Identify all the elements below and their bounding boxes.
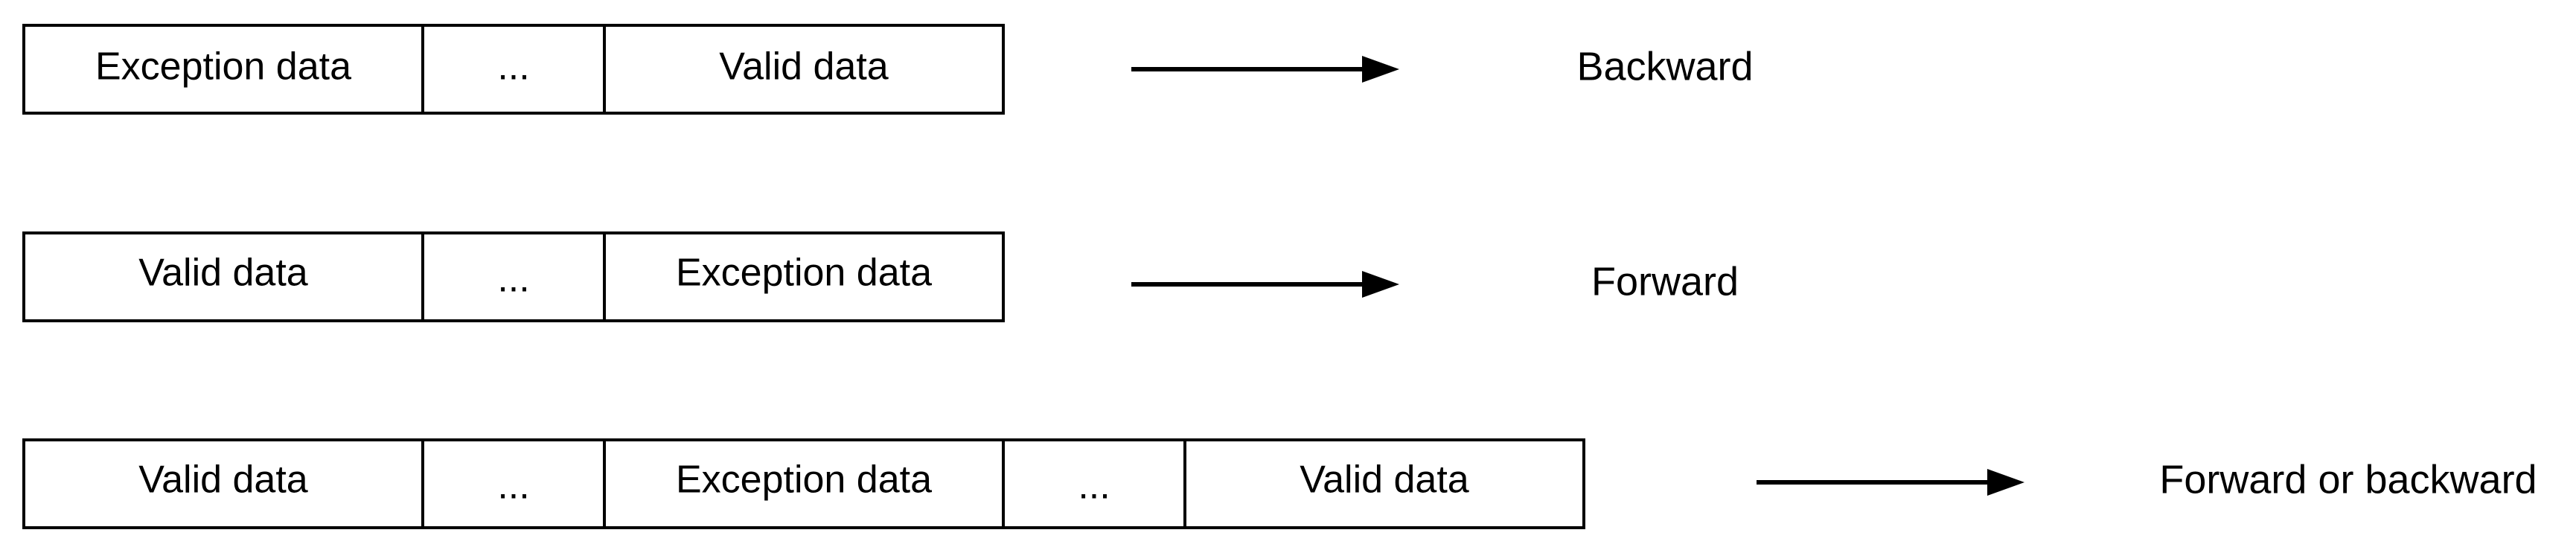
- row-1-arrow: [1131, 56, 1399, 83]
- row-2-arrow: [1131, 271, 1399, 298]
- row-1-cell-3-box: [603, 24, 1005, 115]
- row-2-cell-3-box: [603, 231, 1005, 322]
- row-3-arrow-head: [1987, 469, 2024, 496]
- row-1-cell-1-box: [22, 24, 424, 115]
- row-3-cell-4-label: ...: [1078, 464, 1110, 508]
- row-1-cell-2: ...: [421, 24, 606, 115]
- row-1-cell-1-label: Exception data: [95, 45, 351, 89]
- row-3-cell-3-label: Exception data: [676, 458, 932, 502]
- row-1-cell-3-label: Valid data: [719, 45, 889, 89]
- row-2-arrow-head: [1362, 271, 1399, 298]
- row-3-cell-2-label: ...: [497, 464, 529, 508]
- row-2-cell-2-label: ...: [497, 258, 529, 301]
- row-2-cell-3-label: Exception data: [676, 252, 932, 295]
- row-3-cell-4: ...: [1002, 438, 1186, 529]
- row-1-cell-3: Valid data: [603, 24, 1005, 115]
- row-3-cell-5: Valid data: [1183, 438, 1585, 529]
- row-3-cell-3: Exception data: [603, 438, 1005, 529]
- row-3-cell-2-box: [421, 438, 606, 529]
- row-1-cell-2-label: ...: [497, 45, 529, 89]
- row-2: Valid data ... Exception data Forward: [22, 231, 1739, 322]
- row-3-cell-4-box: [1002, 438, 1186, 529]
- row-3-direction-label: Forward or backward: [2159, 457, 2537, 502]
- row-1-direction-label: Backward: [1576, 44, 1753, 89]
- row-3-cell-1: Valid data: [22, 438, 424, 529]
- row-3-arrow: [1757, 469, 2024, 496]
- row-3-cell-2: ...: [421, 438, 606, 529]
- row-3-cell-1-label: Valid data: [138, 458, 308, 502]
- row-3-cell-5-box: [1183, 438, 1585, 529]
- row-3-cell-5-label: Valid data: [1300, 458, 1469, 502]
- row-1-cell-1: Exception data: [22, 24, 424, 115]
- row-1-cell-2-box: [421, 24, 606, 115]
- row-2-cell-1: Valid data: [22, 231, 424, 322]
- row-1: Exception data ... Valid data Backward: [22, 24, 1754, 115]
- row-2-direction-label: Forward: [1591, 259, 1739, 304]
- row-3: Valid data ... Exception data ... Valid …: [22, 438, 2537, 529]
- row-2-cell-3: Exception data: [603, 231, 1005, 322]
- row-3-cell-1-box: [22, 438, 424, 529]
- row-3-cell-3-box: [603, 438, 1005, 529]
- row-2-cell-1-label: Valid data: [138, 252, 308, 295]
- row-1-arrow-head: [1362, 56, 1399, 83]
- row-2-cell-2: ...: [421, 231, 606, 322]
